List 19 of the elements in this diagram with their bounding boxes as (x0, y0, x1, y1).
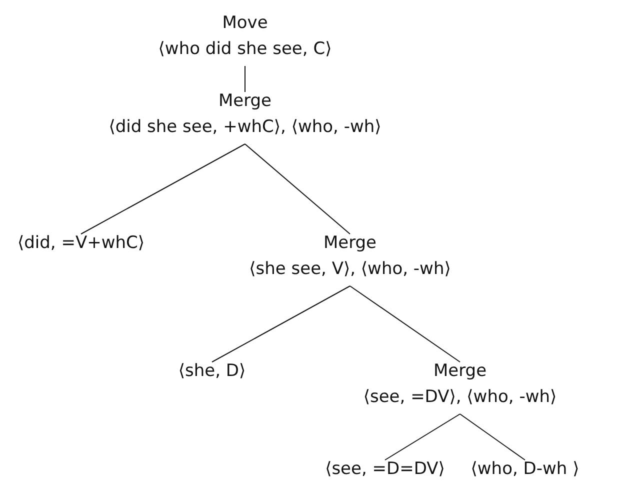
expression-label: ⟨she see, V⟩, ⟨who, -wh⟩ (249, 258, 451, 281)
tree-branch (80, 144, 246, 234)
operation-label: Merge (322, 232, 378, 255)
operation-label: Move (221, 12, 269, 35)
expression-label: ⟨did, =V+whC⟩ (17, 230, 145, 256)
expression-label: ⟨who, D-wh ⟩ (470, 456, 580, 482)
expression-label: ⟨she, D⟩ (178, 358, 246, 384)
expression-label: ⟨did she see, +whC⟩, ⟨who, -wh⟩ (108, 116, 382, 139)
tree-branch (212, 286, 350, 362)
expression-label: ⟨see, =D=DV⟩ (325, 456, 445, 482)
tree-branch (244, 66, 246, 92)
tree-branch (460, 414, 526, 460)
tree-branch (244, 144, 350, 234)
expression-label: ⟨who did she see, C⟩ (158, 38, 332, 61)
tree-branch (384, 414, 460, 460)
tree-branch (350, 286, 460, 362)
operation-label: Merge (432, 360, 488, 383)
expression-label: ⟨see, =DV⟩, ⟨who, -wh⟩ (363, 386, 557, 409)
operation-label: Merge (217, 90, 273, 113)
